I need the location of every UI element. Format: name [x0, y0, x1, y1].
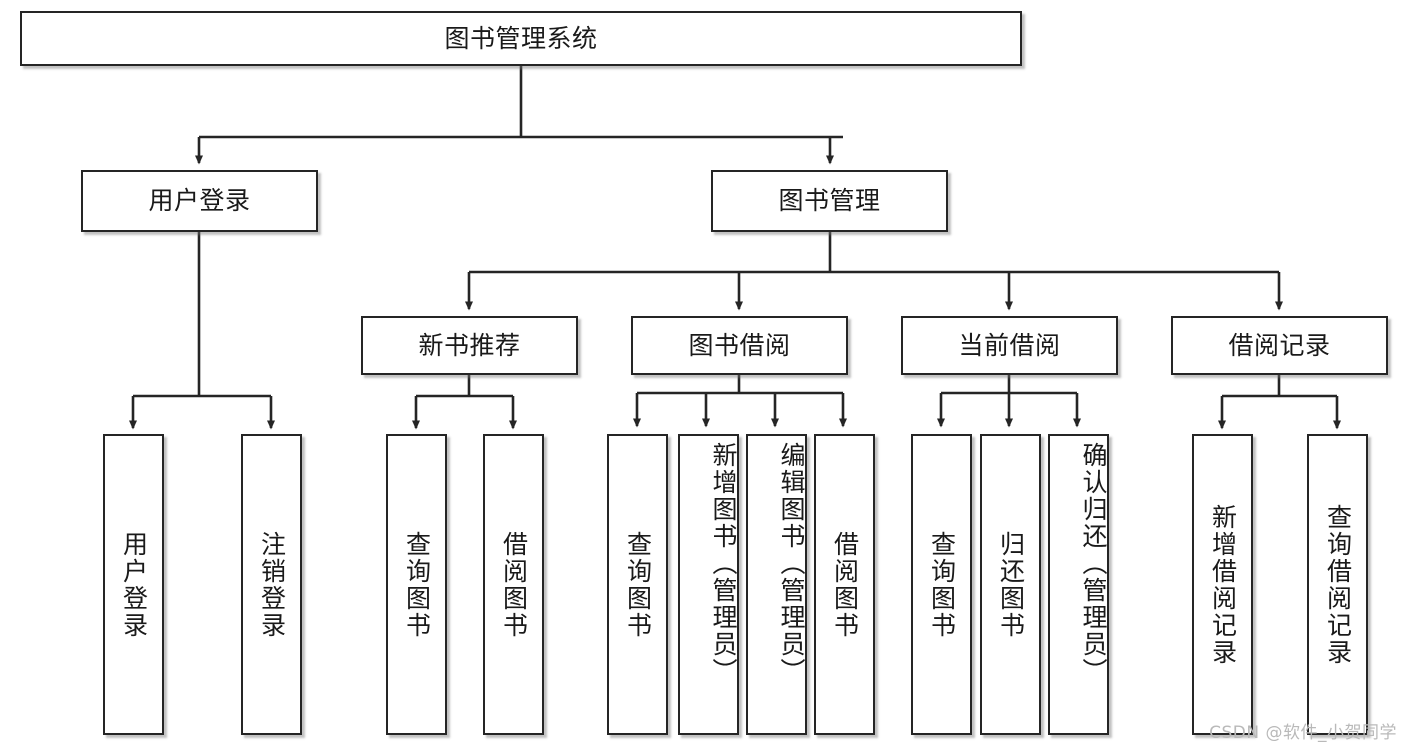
node-label: 归还图书 — [996, 530, 1026, 639]
node-label: 查询图书 — [927, 530, 957, 639]
node-label: 图书管理系统 — [444, 23, 598, 53]
node-label: 借阅记录 — [1228, 330, 1331, 360]
leaf-query-book-recommend[interactable]: 查询图书 — [386, 434, 447, 735]
node-label: 用户登录 — [148, 186, 251, 216]
node-label: 查询图书 — [623, 530, 653, 639]
node-label: 新书推荐 — [418, 330, 521, 360]
node-label: 用户登录 — [119, 530, 149, 639]
node-label: 借阅图书 — [830, 530, 860, 639]
leaf-add-book-admin[interactable]: 新增图书（管理员） — [678, 434, 739, 735]
node-label: 新增借阅记录 — [1208, 503, 1238, 666]
leaf-confirm-return-admin[interactable]: 确认归还（管理员） — [1048, 434, 1109, 735]
leaf-add-borrow-record[interactable]: 新增借阅记录 — [1192, 434, 1253, 735]
node-label: 查询图书 — [402, 530, 432, 639]
node-label: 新增图书（管理员） — [709, 442, 738, 685]
node-user-login[interactable]: 用户登录 — [81, 170, 318, 232]
leaf-user-logout[interactable]: 注销登录 — [241, 434, 302, 735]
leaf-query-book-borrow[interactable]: 查询图书 — [607, 434, 668, 735]
node-label: 借阅图书 — [499, 530, 529, 639]
leaf-return-book[interactable]: 归还图书 — [980, 434, 1041, 735]
node-label: 确认归还（管理员） — [1079, 442, 1108, 685]
node-book-management[interactable]: 图书管理 — [711, 170, 948, 232]
node-root-system[interactable]: 图书管理系统 — [20, 11, 1022, 66]
watermark-text: CSDN @软件_小贺同学 — [1209, 723, 1397, 743]
leaf-query-book-current[interactable]: 查询图书 — [911, 434, 972, 735]
leaf-edit-book-admin[interactable]: 编辑图书（管理员） — [746, 434, 807, 735]
node-borrow-record[interactable]: 借阅记录 — [1171, 316, 1388, 375]
leaf-query-borrow-record[interactable]: 查询借阅记录 — [1307, 434, 1368, 735]
node-label: 图书借阅 — [688, 330, 791, 360]
leaf-user-login[interactable]: 用户登录 — [103, 434, 164, 735]
node-label: 图书管理 — [778, 186, 881, 216]
leaf-borrow-book-recommend[interactable]: 借阅图书 — [483, 434, 544, 735]
node-label: 编辑图书（管理员） — [777, 442, 806, 685]
node-book-borrow[interactable]: 图书借阅 — [631, 316, 848, 375]
node-new-book-recommend[interactable]: 新书推荐 — [361, 316, 578, 375]
node-current-borrow[interactable]: 当前借阅 — [901, 316, 1118, 375]
leaf-borrow-book-borrow[interactable]: 借阅图书 — [814, 434, 875, 735]
node-label: 当前借阅 — [958, 330, 1061, 360]
node-label: 注销登录 — [257, 530, 287, 639]
node-label: 查询借阅记录 — [1323, 503, 1353, 666]
